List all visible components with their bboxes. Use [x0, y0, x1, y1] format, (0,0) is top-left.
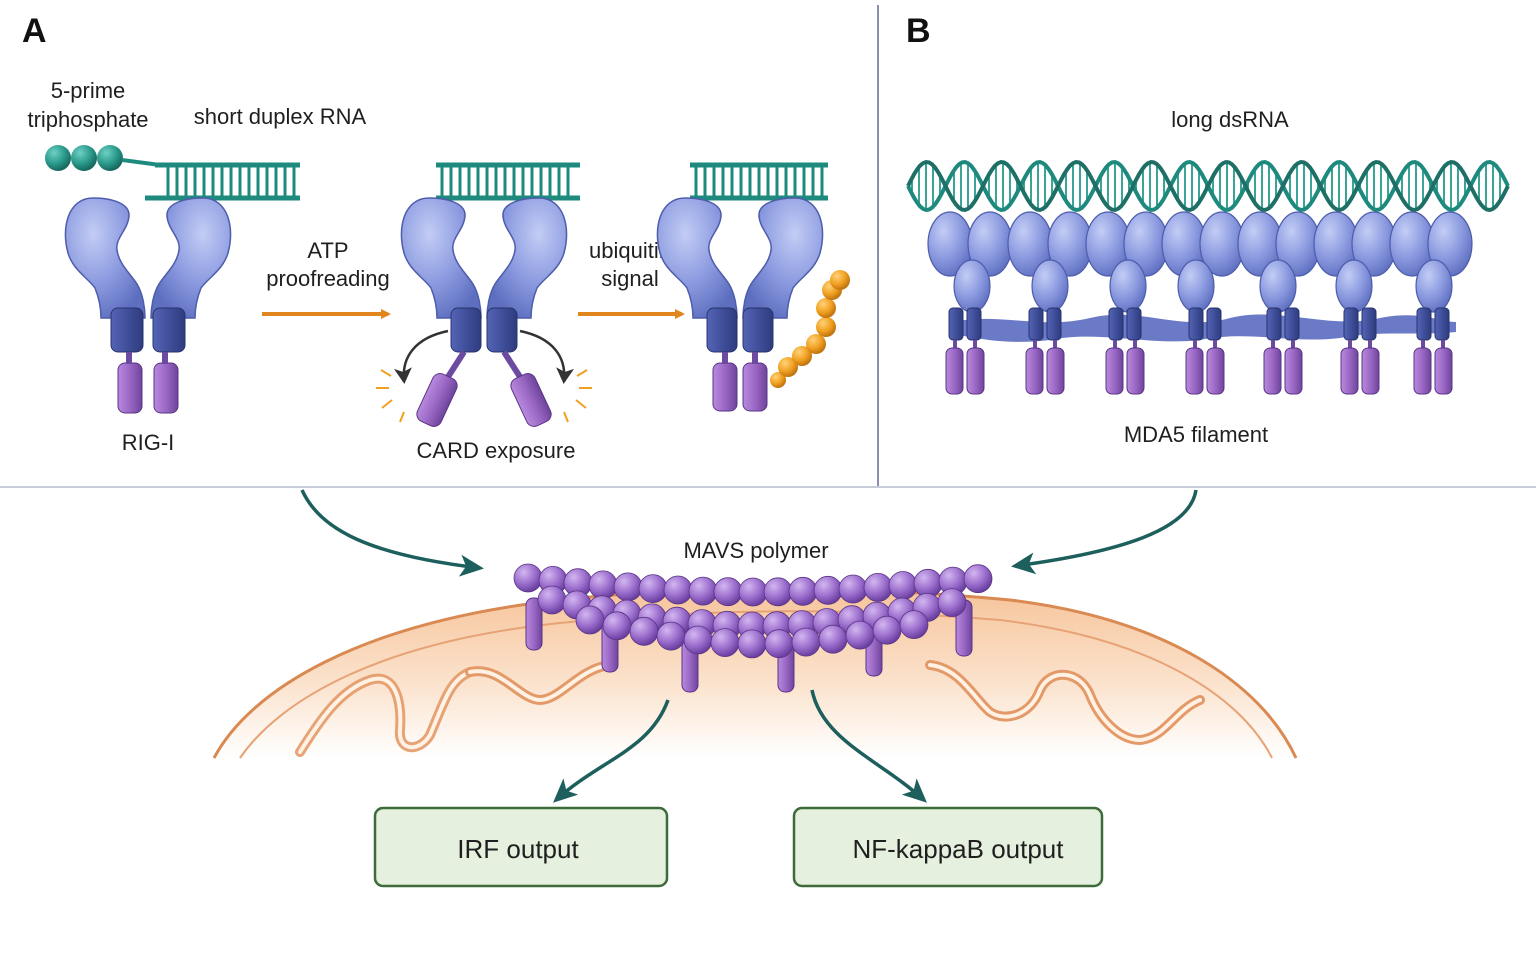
mavs-polymer-label: MAVS polymer [683, 538, 828, 563]
mitochondrion [212, 587, 1298, 759]
long-dsrna-label: long dsRNA [1171, 107, 1289, 132]
rig-i-closed [64, 197, 232, 414]
irf-output-label: IRF output [457, 834, 579, 864]
mavs-to-nfkb-arrow [810, 689, 927, 803]
triphosphate-label-line1: 5-prime [51, 78, 126, 103]
short-rna-label: short duplex RNA [194, 104, 367, 129]
rig-i-to-mavs-arrow [300, 489, 484, 577]
card-exposure-label: CARD exposure [417, 438, 576, 463]
rig-i-label: RIG-I [122, 430, 175, 455]
triphosphate-icon [45, 145, 161, 171]
nfkb-output-box: NF-kappaB output [792, 806, 1104, 888]
atp-label-line2: proofreading [266, 266, 390, 291]
triphosphate-label-line2: triphosphate [27, 107, 148, 132]
panel-b-letter: B [906, 12, 931, 50]
mda5-filament [927, 211, 1473, 395]
rig-i-ubiquitinated [656, 197, 824, 412]
mavs-to-irf-arrow [553, 699, 670, 803]
nfkb-output-label: NF-kappaB output [852, 834, 1064, 864]
mda5-to-mavs-arrow [1011, 489, 1198, 575]
mda5-filament-label: MDA5 filament [1124, 422, 1268, 447]
panel-a-letter: A [22, 12, 47, 50]
panel-a: 5-prime triphosphate short duplex RNA [27, 78, 850, 463]
ubiquitin-chain-icon [770, 270, 850, 388]
panel-b: long dsRNA MDA5 filament [906, 107, 1510, 447]
irf-output-box: IRF output [373, 806, 669, 888]
ubiquitin-label-line2: signal [601, 266, 658, 291]
atp-label-line1: ATP [307, 238, 348, 263]
long-dsrna-helix-icon [906, 159, 1510, 213]
mavs-polymer [513, 563, 993, 659]
rig-i-open [376, 197, 592, 427]
